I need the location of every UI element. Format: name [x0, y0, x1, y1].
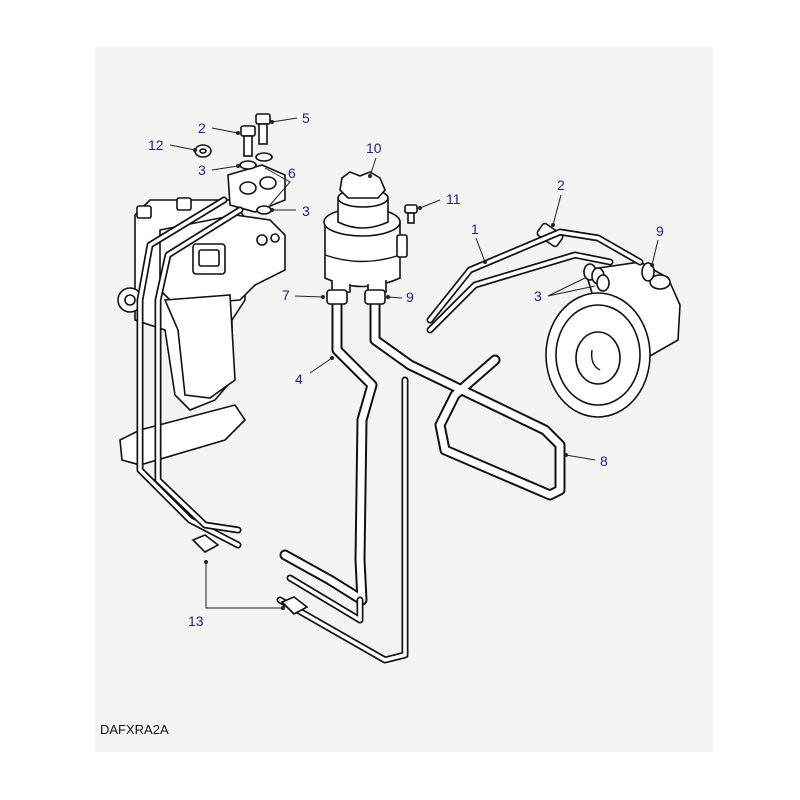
callout-12: 12 [148, 137, 164, 153]
callout-4: 4 [295, 371, 303, 387]
drawing-code: DAFXRA2A [100, 722, 169, 737]
callout-1: 1 [471, 221, 479, 237]
hose-item-8 [369, 294, 566, 501]
steering-pump [545, 261, 681, 418]
callout-3-middle: 3 [302, 203, 310, 219]
callout-2-left: 2 [198, 120, 206, 136]
sealing-washers-item-3-pump [583, 263, 610, 292]
fluid-reservoir [323, 171, 408, 293]
callout-9-reservoir: 9 [406, 289, 414, 305]
callout-5: 5 [302, 110, 310, 126]
callout-6: 6 [288, 165, 296, 181]
callout-9-pump: 9 [656, 223, 664, 239]
nut-item-12 [194, 144, 212, 158]
callout-11: 11 [446, 191, 461, 207]
pressure-pipe-item-1 [426, 228, 644, 334]
callout-2-right: 2 [557, 177, 565, 193]
callout-10: 10 [366, 140, 382, 156]
hose-item-4 [279, 294, 378, 624]
hose-clips-item-7-9 [326, 289, 386, 305]
clip-item-13-left [191, 534, 220, 553]
sealing-washers-item-3 [239, 152, 273, 215]
clip-item-13-right [280, 596, 309, 615]
callout-13: 13 [188, 613, 204, 629]
callout-3-pump: 3 [534, 288, 542, 304]
screw-item-11 [404, 204, 418, 224]
bolt-item-5 [255, 113, 271, 145]
callout-leaders [169, 117, 659, 610]
feed-pipes [136, 196, 244, 549]
callout-8: 8 [600, 453, 608, 469]
callout-7: 7 [282, 287, 290, 303]
return-pipe [276, 376, 409, 664]
callout-3-upper: 3 [198, 162, 206, 178]
callout-labels: 2 5 12 3 6 3 10 11 7 9 4 1 2 9 3 8 13 [148, 110, 664, 629]
steering-box [117, 164, 286, 466]
bolt-item-2-left [240, 125, 256, 157]
